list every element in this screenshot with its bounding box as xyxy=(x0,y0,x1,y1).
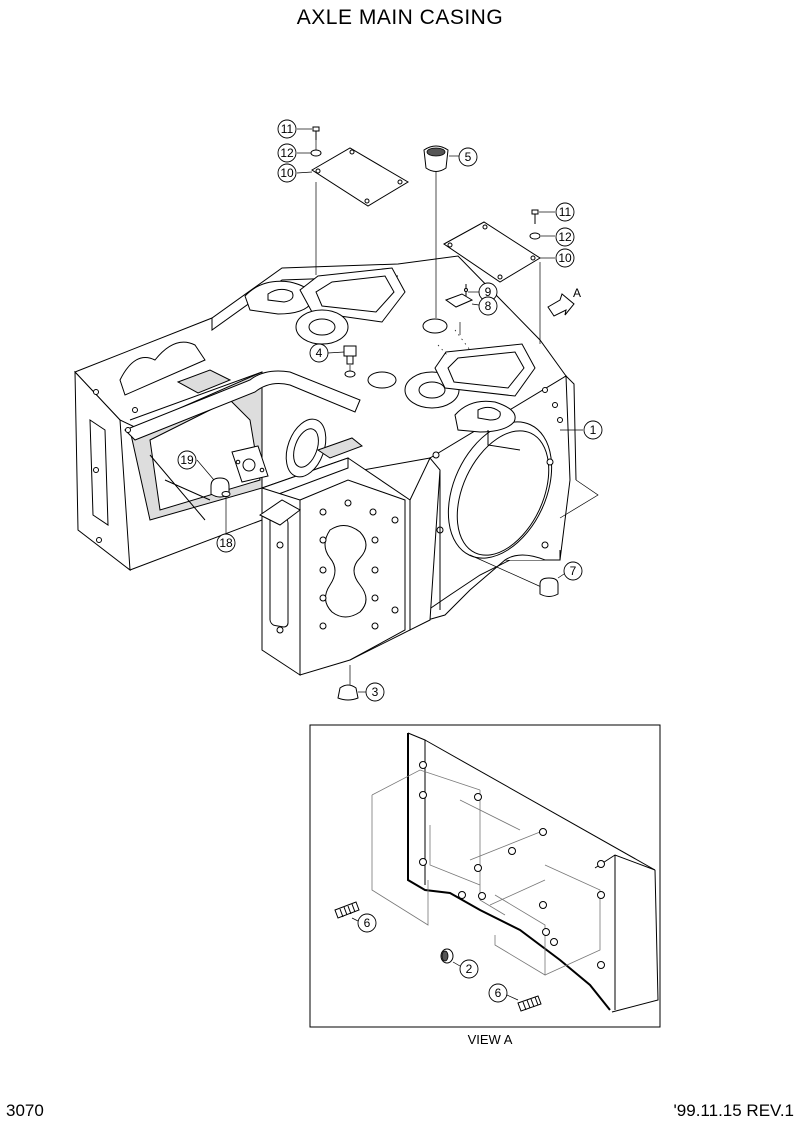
svg-text:A: A xyxy=(573,286,581,300)
svg-text:5: 5 xyxy=(465,150,472,164)
callout-8: 8 xyxy=(471,296,498,316)
svg-text:7: 7 xyxy=(570,564,577,578)
svg-text:12: 12 xyxy=(280,146,294,160)
cap-5 xyxy=(423,145,449,172)
plug-19-18 xyxy=(210,477,231,498)
svg-text:8: 8 xyxy=(485,299,492,313)
stud-6a xyxy=(334,901,360,919)
axle-main-casing xyxy=(74,255,577,676)
svg-text:1: 1 xyxy=(590,423,597,437)
callout-10a: 10 xyxy=(277,163,313,183)
bush-2 xyxy=(440,948,454,964)
callout-18: 18 xyxy=(216,533,236,553)
stud-6b xyxy=(517,995,542,1012)
bolt-11a xyxy=(312,126,320,140)
svg-text:6: 6 xyxy=(364,916,371,930)
callout-3: 3 xyxy=(358,682,385,702)
svg-text:11: 11 xyxy=(559,205,572,219)
callout-11a: 11 xyxy=(277,119,312,139)
view-a-caption: VIEW A xyxy=(467,1032,513,1047)
svg-text:10: 10 xyxy=(558,251,572,265)
callout-6a: 6 xyxy=(351,913,377,933)
callout-12a: 12 xyxy=(277,143,311,163)
svg-text:6: 6 xyxy=(495,986,502,1000)
bolt-11b xyxy=(531,209,539,224)
svg-text:18: 18 xyxy=(219,536,233,550)
callout-6b: 6 xyxy=(488,983,519,1003)
callout-2: 2 xyxy=(452,959,479,979)
washer-12b xyxy=(529,232,541,240)
callout-10b: 10 xyxy=(540,248,575,268)
callout-19: 19 xyxy=(177,450,215,481)
revision-date: '99.11.15 REV.1 xyxy=(673,1101,794,1120)
plug-4 xyxy=(343,345,357,378)
leader-lines xyxy=(225,140,599,685)
svg-text:11: 11 xyxy=(281,122,294,136)
svg-text:10: 10 xyxy=(280,166,294,180)
plug-7 xyxy=(539,577,559,597)
callout-1: 1 xyxy=(583,420,603,440)
svg-text:2: 2 xyxy=(466,962,473,976)
view-arrow-a: A xyxy=(547,286,581,317)
page-number: 3070 xyxy=(6,1101,44,1120)
callout-12b: 12 xyxy=(541,227,575,247)
cover-plate-10a xyxy=(311,147,409,207)
callout-7: 7 xyxy=(557,561,583,581)
callout-5: 5 xyxy=(449,147,478,167)
view-a-inset xyxy=(309,724,661,1028)
gasket-9-8 xyxy=(444,284,474,308)
washer-12a xyxy=(310,149,322,157)
svg-text:9: 9 xyxy=(485,285,492,299)
svg-text:12: 12 xyxy=(558,230,572,244)
svg-text:19: 19 xyxy=(180,453,194,467)
callout-4: 4 xyxy=(309,343,345,363)
svg-text:4: 4 xyxy=(316,346,323,360)
page-title: AXLE MAIN CASING xyxy=(296,6,504,29)
svg-text:3: 3 xyxy=(372,685,379,699)
callout-11b: 11 xyxy=(539,202,575,222)
plug-3 xyxy=(337,684,359,701)
